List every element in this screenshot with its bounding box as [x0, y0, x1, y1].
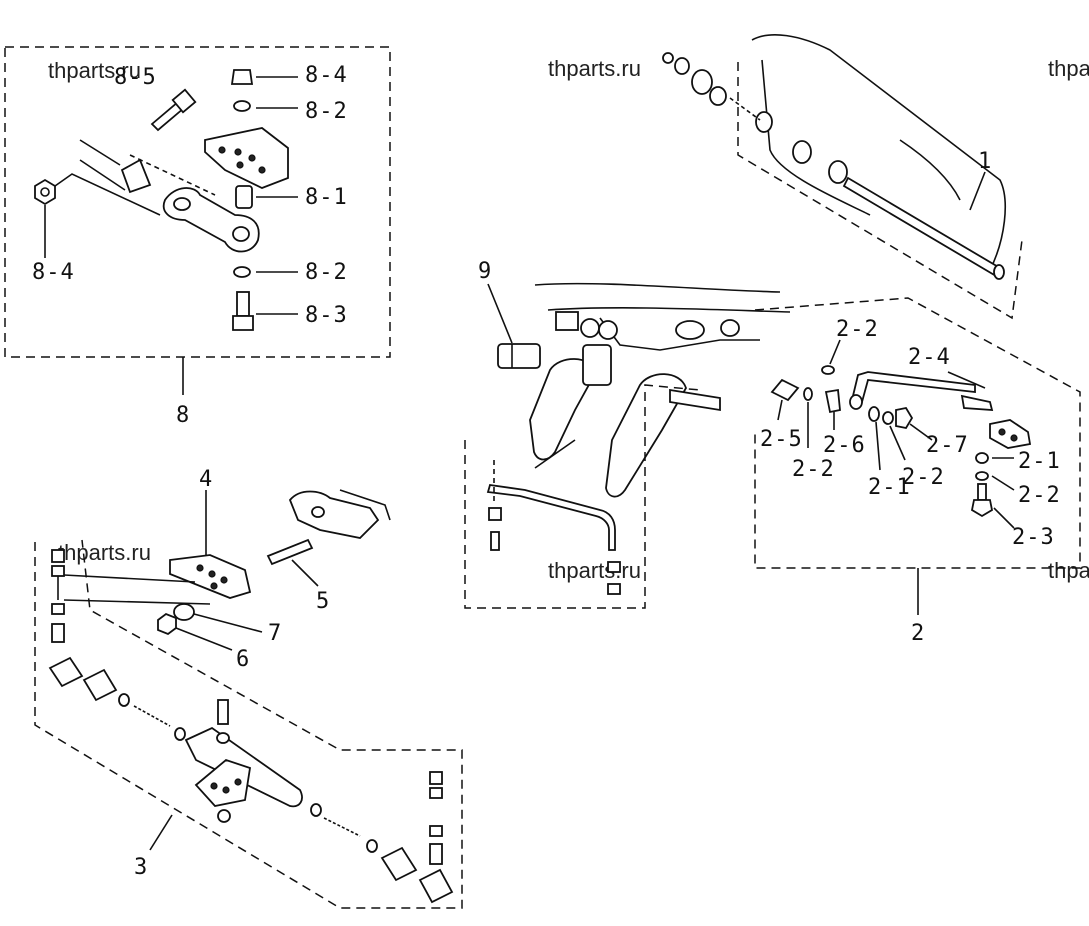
- callout-2: 2: [911, 621, 925, 646]
- pin-5: [266, 538, 319, 587]
- callout-8-4: 8-4: [32, 260, 75, 285]
- parts-2-1-2-2-2-7: [868, 406, 933, 471]
- callout-2-1: 2-1: [1018, 449, 1061, 474]
- callout-2-1: 2-1: [868, 475, 911, 500]
- rod-2-4: [849, 371, 994, 411]
- callout-2-4: 2-4: [908, 345, 951, 370]
- callout-1: 1: [978, 149, 992, 174]
- leader-1: [969, 171, 986, 211]
- callout-8-5: 8-5: [114, 65, 157, 90]
- watermark: thparts.ru: [1048, 56, 1089, 81]
- fittings-right-stack: [429, 771, 443, 865]
- washer-8-2-top: [233, 100, 298, 112]
- callout-6: 6: [236, 647, 250, 672]
- nut-8-4-top: [230, 69, 298, 85]
- callout-4: 4: [199, 467, 213, 492]
- bolt-8-5: [150, 88, 197, 132]
- callout-2-2: 2-2: [836, 317, 879, 342]
- pedal-housing: [534, 282, 791, 351]
- hardware-stack-top: [662, 52, 761, 121]
- bolt-8-3: [232, 291, 298, 331]
- watermark: thparts.ru: [1048, 558, 1089, 583]
- clevis-8: [79, 139, 216, 196]
- bolt-2-5: [770, 378, 800, 421]
- group-under-pedal-frame: [464, 384, 701, 609]
- watermark: thparts.ru: [48, 58, 141, 83]
- fittings-left-stack: [51, 549, 211, 643]
- callout-8-1: 8-1: [305, 185, 348, 210]
- callout-2-3: 2-3: [1012, 525, 1055, 550]
- callout-8-4: 8-4: [305, 63, 348, 88]
- callout-2-7: 2-7: [926, 433, 969, 458]
- watermark: thparts.ru: [548, 56, 641, 81]
- brake-pedals: [529, 344, 721, 498]
- washer-7: [173, 603, 263, 633]
- callout-2-2: 2-2: [792, 457, 835, 482]
- callout-9: 9: [478, 259, 492, 284]
- washer-8-2-bottom: [233, 266, 298, 278]
- callout-2-5: 2-5: [760, 427, 803, 452]
- washer-2-2-a: [803, 387, 813, 448]
- group-3-frame: [34, 539, 463, 909]
- bushing-8-1: [235, 185, 298, 209]
- machine-housing: [737, 34, 1023, 320]
- callout-8-3: 8-3: [305, 303, 348, 328]
- watermark: thparts.ru: [548, 558, 641, 583]
- callout-7: 7: [268, 621, 282, 646]
- callout-3: 3: [134, 855, 148, 880]
- callout-2-6: 2-6: [823, 433, 866, 458]
- group-8-frame: [4, 46, 391, 395]
- callout-8-2: 8-2: [305, 99, 348, 124]
- clevis-yoke: [288, 489, 391, 539]
- rod-linkage: [486, 460, 621, 595]
- lever-arm-8: [162, 187, 260, 253]
- nut-8-4-left: [34, 173, 161, 258]
- callout-2-2: 2-2: [1018, 483, 1061, 508]
- clip-2-6: [824, 388, 841, 430]
- fitting-9: [487, 283, 541, 369]
- cross-shaft-3: [48, 656, 454, 904]
- callout-2-2: 2-2: [902, 465, 945, 490]
- group-2-frame: [754, 297, 1081, 615]
- nut-6: [157, 612, 233, 651]
- callout-8-2: 8-2: [305, 260, 348, 285]
- watermark: thparts.ru: [58, 540, 151, 565]
- hinge-block-2: [989, 419, 1032, 449]
- callout-8: 8: [176, 403, 190, 428]
- washer-2-2-top: [821, 339, 841, 375]
- callout-5: 5: [316, 589, 330, 614]
- bracket-8: [204, 127, 289, 189]
- bracket-4: [169, 490, 252, 599]
- parts-2-1-2-2-2-3-right: [970, 452, 1015, 529]
